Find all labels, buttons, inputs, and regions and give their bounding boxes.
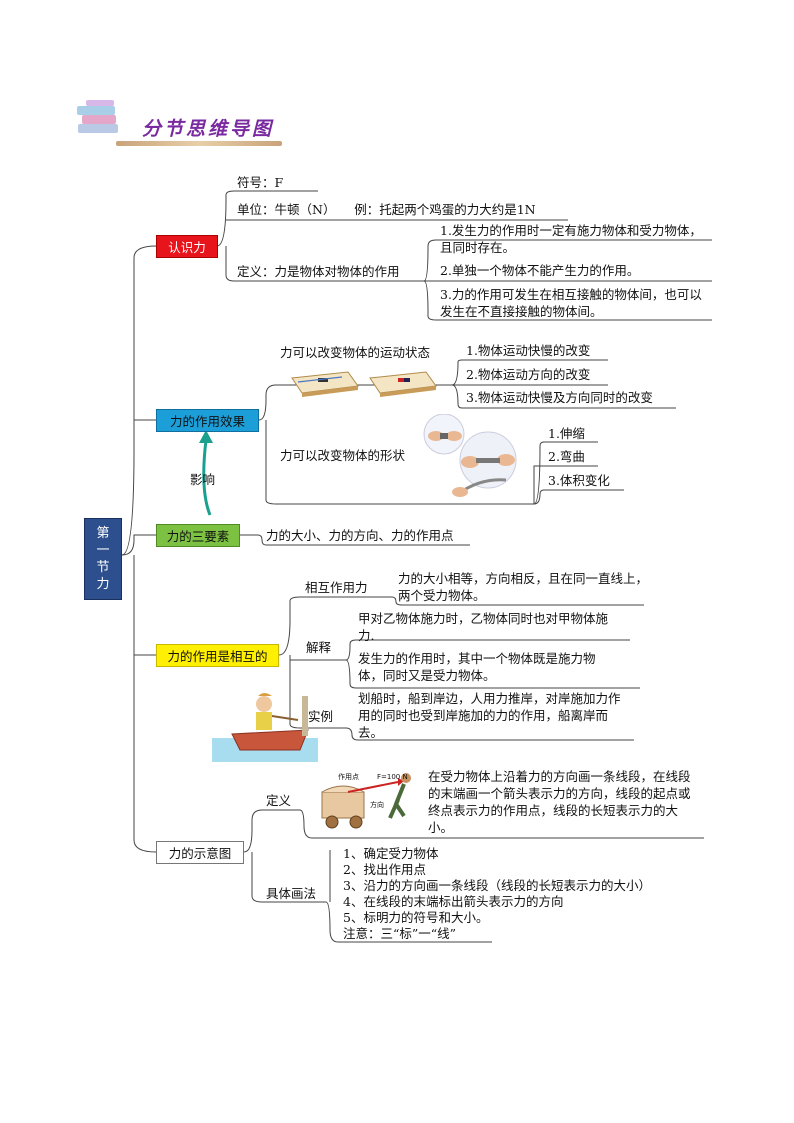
explain-label: 解释: [306, 640, 332, 655]
def-label: 定义: [266, 793, 292, 808]
motion-state-text: 力可以改变物体的运动状态: [280, 345, 431, 360]
cart-force-label: F=100 N: [377, 773, 408, 781]
motion-item-3: 3.物体运动快慢及方向同时的改变: [466, 390, 653, 405]
root-char: 力: [96, 577, 110, 592]
cart-dir-label: 方向: [370, 801, 384, 809]
books-icon: [74, 98, 122, 138]
boat-illustration: [212, 686, 318, 762]
magnet-tray-illustration: [290, 360, 440, 405]
method-step-4: 4、在线段的末端标出箭头表示力的方向: [343, 894, 564, 909]
section-title: 分节思维导图: [142, 118, 275, 140]
unit-text: 单位：牛顿（N） 例：托起两个鸡蛋的力大约是1N: [237, 202, 536, 217]
shape-item-2: 2.弯曲: [548, 449, 585, 464]
branch-three-elements: 力的三要素: [156, 524, 240, 547]
branch-force-effect: 力的作用效果: [156, 409, 259, 432]
root-char: 一: [96, 543, 110, 558]
mutual-text: 力的大小相等，方向相反，且在同一直线上，两个受力物体。: [398, 571, 649, 603]
method-label: 具体画法: [266, 886, 317, 901]
three-elements-text: 力的大小、力的方向、力的作用点: [266, 528, 454, 543]
shape-text: 力可以改变物体的形状: [280, 448, 406, 463]
root-char: 第: [96, 526, 110, 541]
definition-text: 定义：力是物体对物体的作用: [237, 264, 400, 279]
def-text: 在受力物体上沿着力的方向画一条线段，在线段的末端画一个箭头表示力的方向，线段的起…: [428, 769, 691, 835]
definition-point-1: 1.发生力的作用时一定有施力物体和受力物体，且同时存在。: [440, 223, 702, 255]
method-note: 注意：三“标”一“线”: [343, 926, 457, 941]
hands-deform-illustration: [420, 413, 520, 502]
motion-item-1: 1.物体运动快慢的改变: [466, 343, 591, 358]
branch-mutual-force: 力的作用是相互的: [156, 644, 279, 667]
root-char: 节: [96, 560, 110, 575]
example-label: 实例: [308, 709, 334, 724]
motion-item-2: 2.物体运动方向的改变: [466, 367, 591, 382]
mutual-label: 相互作用力: [305, 580, 368, 595]
method-step-5: 5、标明力的符号和大小。: [343, 910, 489, 925]
cart-point-label: 作用点: [338, 773, 359, 781]
symbol-text: 符号：F: [237, 175, 284, 190]
method-step-1: 1、确定受力物体: [343, 846, 439, 861]
method-step-3: 3、沿力的方向画一条线段（线段的长短表示力的大小）: [343, 878, 651, 893]
cart-pull-illustration: [318, 766, 424, 832]
example-text: 划船时，船到岸边，人用力推岸，对岸施加力作用的同时也受到岸施加的力的作用，船离岸…: [358, 691, 621, 740]
influence-label: 影响: [190, 472, 216, 487]
shape-item-3: 3.体积变化: [548, 473, 610, 488]
root-node: 第 一 节 力: [84, 518, 122, 600]
explain-text-1: 甲对乙物体施力时，乙物体同时也对甲物体施力.: [358, 611, 609, 643]
definition-point-2: 2.单独一个物体不能产生力的作用。: [440, 263, 640, 278]
branch-recognize-force: 认识力: [156, 235, 218, 258]
branch-force-diagram: 力的示意图: [156, 841, 244, 864]
shape-item-1: 1.伸缩: [548, 426, 585, 441]
title-underline: [116, 141, 282, 146]
definition-point-3: 3.力的作用可发生在相互接触的物体间，也可以发生在不直接接触的物体间。: [440, 287, 702, 319]
method-step-2: 2、找出作用点: [343, 862, 426, 877]
explain-text-2: 发生力的作用时，其中一个物体既是施力物体，同时又是受力物体。: [358, 651, 596, 683]
